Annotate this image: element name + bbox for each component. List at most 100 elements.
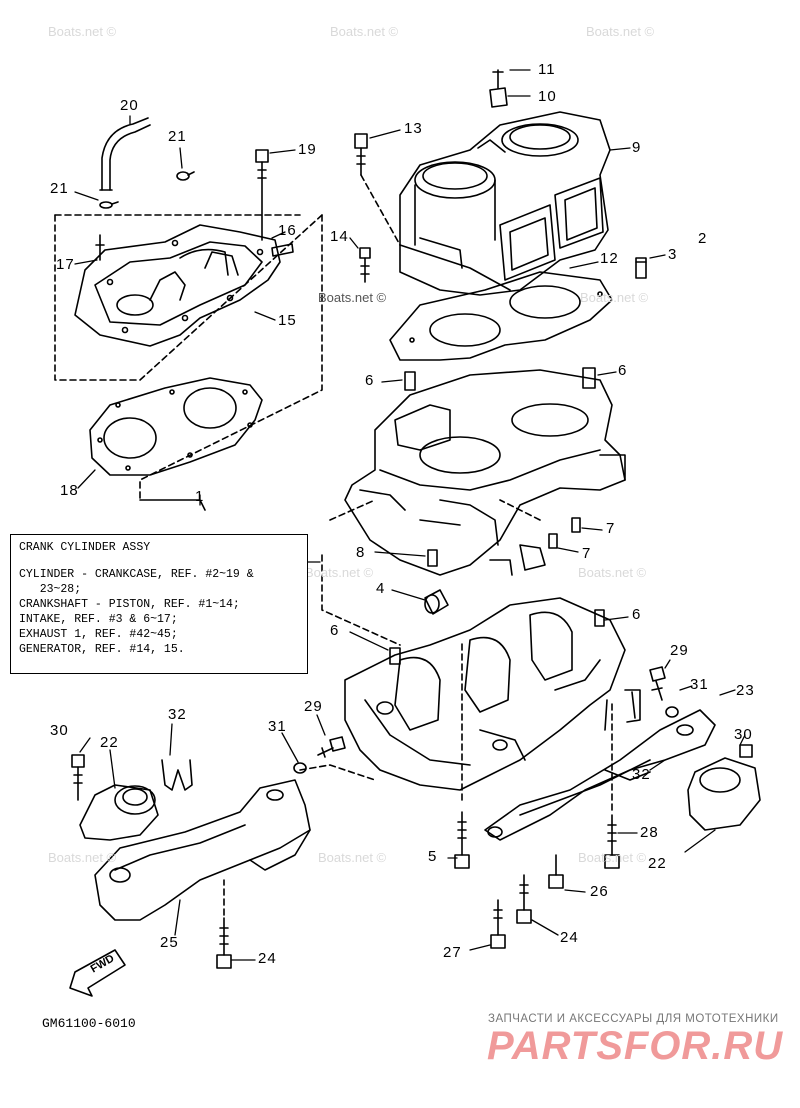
dowel-6-c: [389, 647, 401, 665]
bolt-30-right: [739, 744, 753, 758]
callout-29: 29: [304, 698, 323, 715]
callout-24: 24: [560, 929, 579, 946]
bolt-17: [95, 234, 105, 261]
callout-18: 18: [60, 482, 79, 499]
legend-line: 23~28;: [19, 583, 82, 596]
bolt-28: [604, 814, 620, 869]
callout-15: 15: [278, 312, 297, 329]
callout-28: 28: [640, 824, 659, 841]
watermark: Boats.net ©: [305, 565, 374, 580]
callout-24: 24: [258, 950, 277, 967]
bolt-29-left: [317, 736, 346, 758]
callout-12: 12: [600, 250, 619, 267]
callout-32: 32: [632, 766, 651, 783]
bolt-13: [354, 133, 401, 246]
bolt-24-left: [216, 917, 232, 969]
callout-31: 31: [690, 676, 709, 693]
callout-20: 20: [120, 97, 139, 114]
legend-line: INTAKE, REF. #3 & 6~17;: [19, 613, 178, 626]
bolt-24-right: [516, 874, 532, 924]
head-cover: [74, 224, 281, 347]
watermark: Boats.net ©: [48, 850, 117, 865]
watermark: Boats.net ©: [578, 850, 647, 865]
clip-21-lower: [99, 201, 113, 209]
head-gasket-18: [89, 377, 263, 476]
bolt-5: [454, 811, 470, 869]
callout-16: 16: [278, 222, 297, 239]
legend-line: CYLINDER - CRANKCASE, REF. #2~19 &: [19, 568, 254, 581]
bolt-30-left: [71, 754, 85, 768]
callout-11: 11: [538, 61, 556, 78]
callout-17: 17: [56, 256, 75, 273]
dowel-6-d: [594, 609, 605, 627]
mount-22-left: [79, 784, 159, 841]
clip-21-upper: [176, 171, 190, 181]
callout-13: 13: [404, 120, 423, 137]
watermark: Boats.net ©: [330, 24, 399, 39]
callout-21: 21: [168, 128, 187, 145]
callout-29: 29: [670, 642, 689, 659]
engine-mount-left: [94, 779, 311, 921]
callout-27: 27: [443, 944, 462, 961]
callout-4: 4: [376, 580, 386, 597]
bushing-4: [424, 589, 449, 615]
watermark: Boats.net ©: [48, 24, 117, 39]
dowel-6-a: [404, 371, 416, 391]
banner-logo[interactable]: PARTSFOR.RU: [487, 1024, 784, 1068]
crankcase-upper: [344, 369, 626, 576]
watermark: Boats.net ©: [318, 290, 387, 305]
banner-caption: ЗАПЧАСТИ И АКСЕССУАРЫ ДЛЯ МОТОТЕХНИКИ: [488, 1013, 779, 1025]
hose-20: [109, 124, 151, 191]
callout-22: 22: [648, 855, 667, 872]
callout-22: 22: [100, 734, 119, 751]
washer-31-left: [293, 762, 307, 774]
mount-22-right: [687, 757, 761, 831]
callout-3: 3: [668, 246, 678, 263]
bolt-19: [255, 149, 269, 163]
fwd-arrow: [69, 949, 126, 997]
legend-line: EXHAUST 1, REF. #42~45;: [19, 628, 178, 641]
callout-25: 25: [160, 934, 179, 951]
watermark: Boats.net ©: [318, 850, 387, 865]
head-cover-group: [54, 117, 323, 381]
legend-title: CRANK CYLINDER ASSY: [19, 541, 151, 554]
diagram-code: GM61100-6010: [42, 1016, 136, 1031]
pin-8: [427, 549, 438, 567]
callout-1: 1: [195, 488, 205, 505]
callout-21: 21: [50, 180, 69, 197]
bolt-26: [548, 854, 564, 889]
callout-30: 30: [734, 726, 753, 743]
washer-31-right: [665, 706, 679, 718]
pin-7-b: [548, 533, 558, 549]
callout-19: 19: [298, 141, 317, 158]
watermark: Boats.net ©: [586, 24, 655, 39]
crankcase-lower: [344, 597, 641, 791]
watermark: Boats.net ©: [580, 290, 649, 305]
legend-line: GENERATOR, REF. #14, 15.: [19, 643, 185, 656]
callout-2-upper: 2: [698, 230, 708, 247]
clip-32-right: [631, 691, 636, 719]
callout-23: 23: [736, 682, 755, 699]
callout-31: 31: [268, 718, 287, 735]
cylinder-gasket-12: [389, 271, 613, 361]
callout-6: 6: [618, 362, 628, 379]
callout-10: 10: [538, 88, 557, 105]
dowel-6-b: [582, 367, 596, 389]
fitting-16: [271, 243, 294, 257]
callout-30: 30: [50, 722, 69, 739]
bolt-14: [359, 247, 371, 283]
callout-7: 7: [582, 545, 592, 562]
engine-mount-right: [484, 709, 716, 841]
dowel-3: [635, 261, 647, 279]
bolt-27: [490, 899, 506, 949]
assembly-legend: CRANK CYLINDER ASSY CYLINDER - CRANKCASE…: [10, 534, 308, 674]
callout-8: 8: [356, 544, 366, 561]
clip-32-left: [161, 759, 193, 791]
callout-14: 14: [330, 228, 349, 245]
bolt-29-right: [649, 666, 666, 701]
callout-26: 26: [590, 883, 609, 900]
callout-5: 5: [428, 848, 438, 865]
pin-7-a: [571, 517, 581, 533]
watermark: Boats.net ©: [578, 565, 647, 580]
